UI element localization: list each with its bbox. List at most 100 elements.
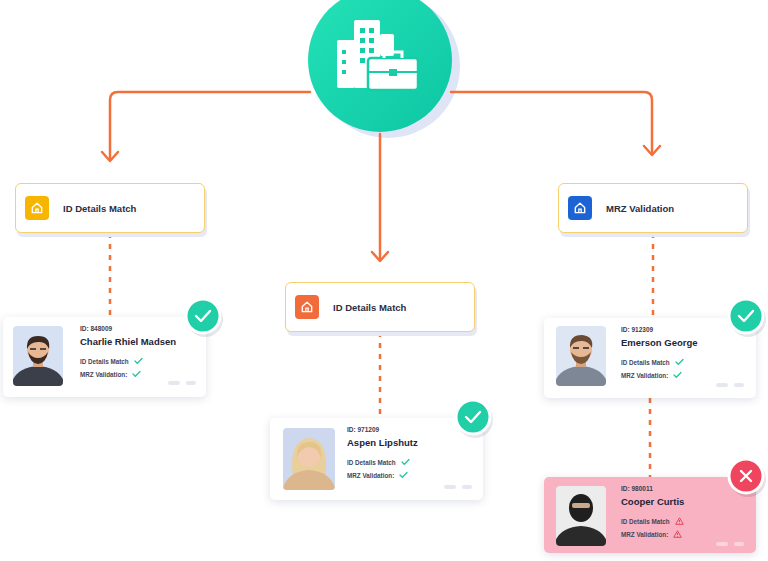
check-row: ID Details Match: [621, 517, 756, 525]
portrait-photo: [556, 326, 606, 386]
check-row: ID Details Match: [621, 358, 756, 366]
step-icon: [25, 196, 49, 220]
window: [369, 38, 374, 43]
card-name-line: Charlie Rhiel Madsen: [80, 336, 206, 347]
check-row: MRZ Validation:: [621, 530, 756, 538]
house-icon: [300, 300, 314, 314]
card-name-line: Emerson George: [621, 337, 756, 348]
badge-check: [466, 412, 480, 422]
house-icon: [30, 201, 44, 215]
check-icon: [134, 357, 143, 365]
card-name-line: Aspen Lipshutz: [347, 437, 483, 448]
step-label: MRZ Validation: [606, 203, 674, 214]
photo-beard: [571, 352, 591, 364]
hub-circle: [308, 0, 460, 138]
photo-background: [556, 486, 606, 546]
briefcase-body: [368, 58, 418, 90]
check-label: ID Details Match: [347, 459, 396, 466]
person-name: Emerson George: [621, 337, 698, 348]
photo-beard: [28, 352, 48, 364]
person-name: Aspen Lipshutz: [347, 437, 418, 448]
photo-head: [298, 445, 320, 467]
photo-glasses: [573, 347, 589, 349]
card-id-line: ID: 980011: [621, 485, 756, 492]
step-icon: [568, 196, 592, 220]
arrow-head: [644, 146, 660, 155]
warning-icon: [673, 530, 682, 538]
check-icon: [675, 358, 684, 366]
identity-card: ID: 848009Charlie Rhiel MadsenID Details…: [3, 317, 206, 397]
person-name: Cooper Curtis: [621, 496, 684, 507]
warning-triangle: [674, 531, 682, 538]
arrow-head: [372, 252, 388, 261]
person-name: Charlie Rhiel Madsen: [80, 336, 176, 347]
photo-shoulders: [556, 366, 606, 386]
check-label: ID Details Match: [621, 518, 670, 525]
card-id-line: ID: 971209: [347, 426, 483, 433]
flow-arrow: [451, 92, 652, 154]
check-label: ID Details Match: [80, 358, 129, 365]
house-door: [306, 308, 308, 312]
check-row: ID Details Match: [80, 357, 206, 365]
photo-hair: [570, 335, 592, 348]
house-outline: [575, 203, 584, 212]
card-dot: [444, 485, 456, 489]
card-name-line: Cooper Curtis: [621, 496, 756, 507]
identity-card: ID: 971209Aspen Lipshutz ID Details Match…: [270, 418, 483, 500]
check-mark: [402, 460, 409, 465]
photo-shoulders: [283, 470, 335, 490]
portrait-photo: [283, 428, 335, 490]
check-mark: [400, 473, 407, 478]
person-id: ID: 912309: [621, 326, 653, 333]
warning-icon: [675, 517, 684, 525]
photo-head: [570, 339, 592, 361]
check-icon: [399, 471, 408, 479]
card-dot: [186, 381, 196, 385]
step-icon: [295, 295, 319, 319]
status-badge: [729, 459, 766, 497]
badge-cross: [741, 471, 751, 481]
briefcase-handle: [384, 52, 402, 58]
identity-card: ID: 980011Cooper Curtis ID Details MatchM…: [544, 477, 756, 553]
photo-hair: [27, 336, 49, 349]
window: [369, 28, 374, 33]
low-building: [337, 40, 355, 88]
check-label: MRZ Validation:: [621, 531, 668, 538]
card-dot: [462, 485, 472, 489]
warning-mark: [679, 520, 680, 522]
hub-disc: [308, 0, 452, 132]
badge-shadow: [187, 301, 223, 337]
check-step-box: ID Details Match: [15, 183, 205, 233]
photo-eye-slot: [572, 503, 590, 508]
dotted-connector: [109, 233, 112, 317]
badge-disc: [456, 400, 490, 434]
photo-balaclava: [569, 494, 593, 522]
check-label: MRZ Validation:: [80, 371, 127, 378]
person-id: ID: 971209: [347, 426, 379, 433]
status-badge: [456, 400, 493, 438]
photo-background: [283, 428, 335, 490]
warning-dot: [677, 536, 678, 537]
photo-neck: [576, 357, 586, 367]
window: [369, 48, 374, 53]
flow-arrows: [102, 92, 660, 261]
check-step-box: MRZ Validation: [558, 183, 748, 233]
window: [342, 50, 346, 54]
status-badge: [186, 299, 223, 337]
check-label: MRZ Validation:: [621, 372, 668, 379]
house-outline: [302, 302, 311, 311]
identity-card: ID: 912309Emerson George ID Details Match…: [544, 318, 756, 398]
check-label: MRZ Validation:: [347, 472, 394, 479]
check-row: MRZ Validation:: [621, 371, 756, 379]
check-row: ID Details Match: [347, 458, 483, 466]
window: [360, 28, 365, 33]
window: [360, 58, 365, 63]
status-badge: [729, 299, 766, 337]
check-mark: [674, 373, 681, 378]
window: [342, 70, 346, 74]
dotted-connector: [379, 332, 382, 418]
check-step-box: ID Details Match: [285, 282, 475, 332]
card-dots: [168, 381, 744, 546]
badge-shadow: [730, 461, 766, 497]
